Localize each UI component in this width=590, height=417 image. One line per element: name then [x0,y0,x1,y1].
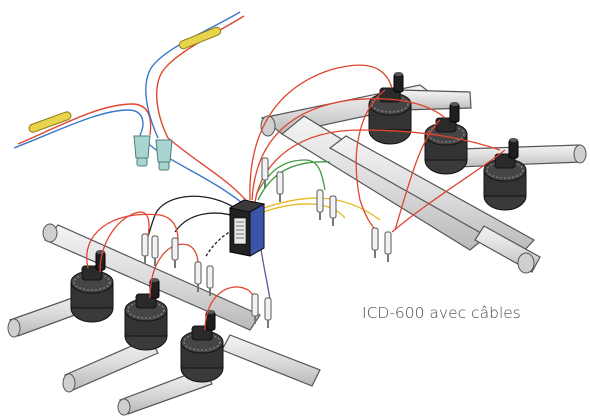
wire-terminal-probe-icon [171,237,179,269]
pipe-end [42,223,58,243]
pipe-end [62,373,76,393]
wire-black [147,195,239,237]
wire-terminal-probe-icon [151,235,159,267]
wire-terminal-probe-icon [276,171,284,203]
wire-splice-tube-icon [178,26,222,50]
wire-red [249,64,393,201]
pipe-end [7,318,21,338]
wire-terminal-probe-icon [329,195,337,227]
icd-600-decoder-icon [228,199,266,257]
solenoid-valve-icon [424,101,468,175]
wire-yellow [257,203,346,219]
wire-blue [139,134,246,206]
wire-splice-tube-icon [28,111,72,133]
wire-terminal-probe-icon [384,231,392,263]
wire-red [167,137,251,206]
wire-red [394,119,441,231]
wire-red [86,213,179,269]
wire-terminal-probe-icon [371,227,379,259]
wire-terminal-probe-icon [316,189,324,221]
wire-terminal-probe-icon [141,233,149,265]
solenoid-valve-icon [180,309,224,383]
wire-blue [145,11,241,139]
waterproof-connector-icon [155,139,173,171]
pipe [221,334,321,387]
waterproof-connector-icon [133,135,151,167]
wire-red [149,243,199,299]
wire-green [257,161,331,201]
wire-terminal-probe-icon [264,297,272,329]
pipe-end [517,252,535,274]
wire-red [391,149,506,233]
pipe [328,135,535,256]
two-wire-path [13,11,251,206]
diagram-caption: ICD-600 avec câbles [362,304,521,322]
wire-blue [13,109,144,149]
upper-right-manifold [260,71,587,274]
wire-red [99,211,150,273]
pipe-end [117,398,131,416]
wire-red [251,98,446,201]
pipe-end [573,144,587,164]
wire-terminals [141,157,392,329]
wire-red [17,103,152,145]
wire-red [355,89,386,233]
pipe-end [260,115,276,137]
wire-black [204,225,243,259]
